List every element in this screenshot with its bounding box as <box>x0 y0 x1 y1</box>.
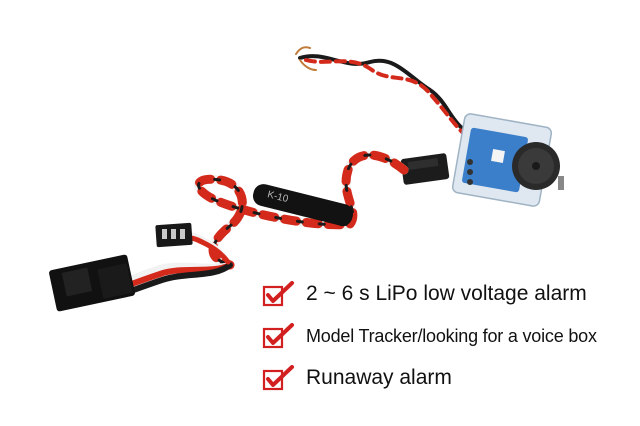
board-connector <box>400 153 450 185</box>
alarm-board <box>451 113 564 207</box>
checkmark-icon <box>262 365 294 391</box>
cable-marking: K-10 <box>266 189 290 205</box>
feature-text: Runaway alarm <box>306 366 452 389</box>
small-servo-connector <box>155 222 193 248</box>
heat-shrink-sleeve: K-10 <box>252 184 354 226</box>
main-twisted-cable <box>194 150 409 270</box>
feature-text: 2 ~ 6 s LiPo low voltage alarm <box>306 282 587 305</box>
top-twisted-lead <box>295 46 466 136</box>
feature-list: 2 ~ 6 s LiPo low voltage alarm Model Tra… <box>262 281 597 407</box>
checkmark-icon <box>262 323 294 349</box>
large-servo-connector <box>49 254 135 312</box>
feature-item: Model Tracker/looking for a voice box <box>262 323 597 349</box>
checkmark-icon <box>262 281 294 307</box>
feature-text: Model Tracker/looking for a voice box <box>306 325 597 346</box>
feature-item: 2 ~ 6 s LiPo low voltage alarm <box>262 281 597 307</box>
feature-item: Runaway alarm <box>262 365 597 391</box>
